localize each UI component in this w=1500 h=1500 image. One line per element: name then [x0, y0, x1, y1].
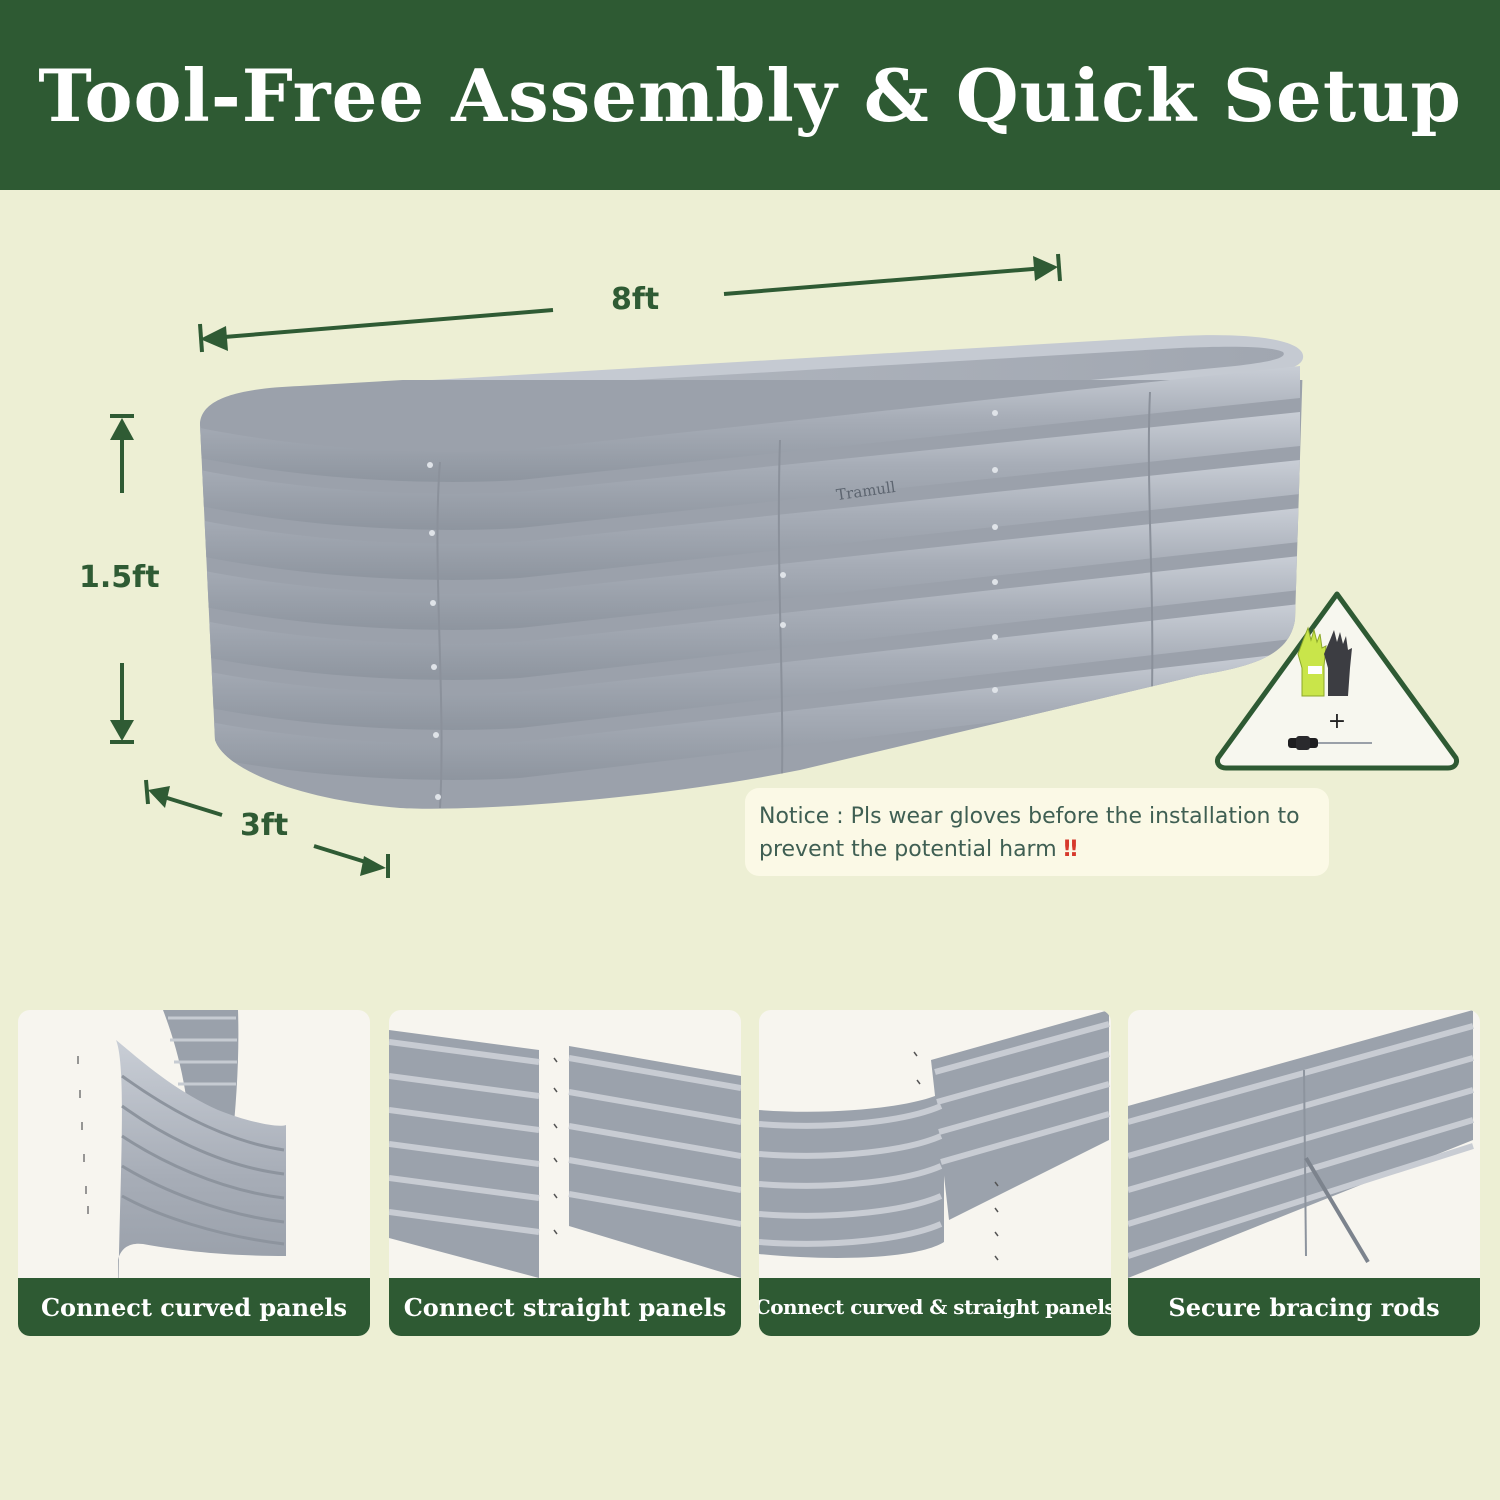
length-arrow [198, 253, 1062, 353]
straight-panels-image [389, 1030, 741, 1278]
page-title: Tool-Free Assembly & Quick Setup [38, 52, 1462, 138]
step-card: Connect straight panels [389, 1010, 741, 1336]
warning-icon: ‼ [1063, 837, 1078, 862]
curved-straight-panels-image [759, 1010, 1110, 1261]
bracing-rods-image [1128, 1010, 1474, 1278]
step-label: Connect curved & straight panels [759, 1278, 1111, 1336]
bed-front-wall [200, 366, 1304, 809]
step-card: Secure bracing rods [1128, 1010, 1480, 1336]
curved-panels-image [77, 1010, 286, 1278]
height-arrow [110, 414, 134, 744]
step-label: Connect straight panels [389, 1278, 741, 1336]
gloves-icon [1297, 626, 1352, 697]
height-label: 1.5ft [79, 560, 160, 595]
step-card: Connect curved & straight panels [759, 1010, 1111, 1336]
bracing-rod [1304, 1156, 1370, 1264]
garden-bed-illustration [110, 253, 1304, 878]
length-label: 8ft [611, 282, 660, 317]
step-label: Secure bracing rods [1128, 1278, 1480, 1336]
assembly-steps: Connect curved panels Connect straight p… [18, 1010, 1482, 1336]
screwdriver-icon [1288, 736, 1372, 750]
notice-text: Notice : Pls wear gloves before the inst… [759, 804, 1300, 862]
safety-notice: Notice : Pls wear gloves before the inst… [745, 788, 1329, 876]
width-label: 3ft [240, 808, 289, 843]
safety-tools-badge: + [1212, 588, 1462, 773]
width-arrow [144, 779, 390, 878]
title-banner: Tool-Free Assembly & Quick Setup [0, 0, 1500, 190]
step-card: Connect curved panels [18, 1010, 370, 1336]
plus-label: + [1328, 709, 1346, 734]
step-label: Connect curved panels [18, 1278, 370, 1336]
